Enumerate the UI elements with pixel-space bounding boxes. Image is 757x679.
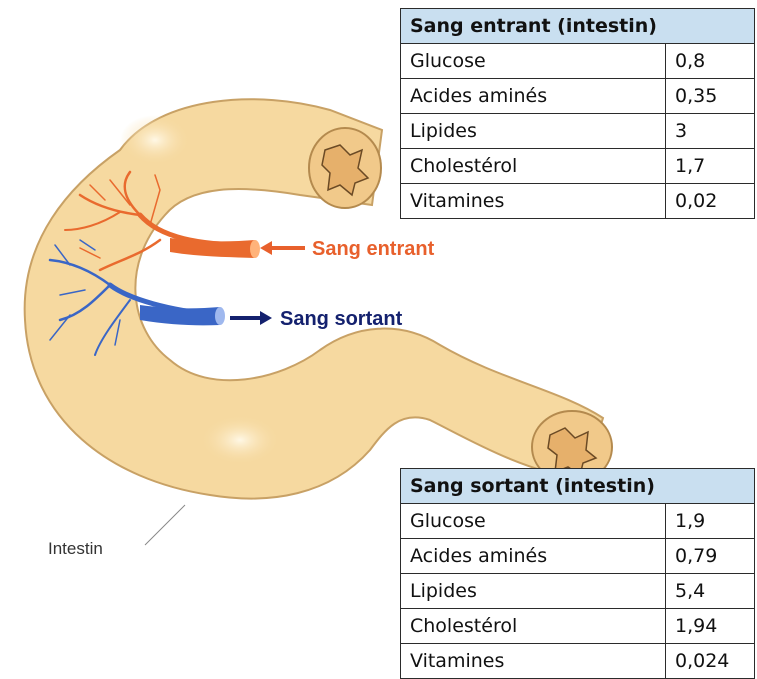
table-row: Lipides 5,4 — [401, 574, 755, 609]
row-name: Cholestérol — [401, 149, 666, 184]
table-row: Cholestérol 1,7 — [401, 149, 755, 184]
row-value: 1,7 — [666, 149, 755, 184]
row-value: 0,024 — [666, 644, 755, 679]
row-name: Vitamines — [401, 184, 666, 219]
row-name: Glucose — [401, 44, 666, 79]
table-row: Glucose 0,8 — [401, 44, 755, 79]
table-blood-out: Sang sortant (intestin) Glucose 1,9 Acid… — [400, 468, 755, 679]
table-row: Glucose 1,9 — [401, 504, 755, 539]
row-value: 1,94 — [666, 609, 755, 644]
table-row: Acides aminés 0,79 — [401, 539, 755, 574]
row-value: 0,02 — [666, 184, 755, 219]
label-blood-in: Sang entrant — [312, 238, 435, 260]
table-out-title: Sang sortant (intestin) — [401, 469, 755, 504]
artery-vessel — [170, 238, 260, 258]
row-name: Glucose — [401, 504, 666, 539]
table-blood-in: Sang entrant (intestin) Glucose 0,8 Acid… — [400, 8, 755, 219]
row-name: Lipides — [401, 114, 666, 149]
row-value: 0,79 — [666, 539, 755, 574]
row-name: Lipides — [401, 574, 666, 609]
table-row: Lipides 3 — [401, 114, 755, 149]
row-value: 1,9 — [666, 504, 755, 539]
label-blood-out: Sang sortant — [280, 308, 403, 330]
row-name: Acides aminés — [401, 79, 666, 114]
row-name: Acides aminés — [401, 539, 666, 574]
label-intestine: Intestin — [48, 539, 103, 558]
arrow-in — [260, 241, 305, 255]
intestine-leader-line — [145, 505, 185, 545]
table-row: Vitamines 0,024 — [401, 644, 755, 679]
row-value: 0,35 — [666, 79, 755, 114]
row-value: 0,8 — [666, 44, 755, 79]
table-in-title: Sang entrant (intestin) — [401, 9, 755, 44]
table-row: Acides aminés 0,35 — [401, 79, 755, 114]
table-row: Cholestérol 1,94 — [401, 609, 755, 644]
row-name: Vitamines — [401, 644, 666, 679]
row-value: 5,4 — [666, 574, 755, 609]
table-row: Vitamines 0,02 — [401, 184, 755, 219]
row-name: Cholestérol — [401, 609, 666, 644]
arrow-out — [230, 311, 272, 325]
row-value: 3 — [666, 114, 755, 149]
